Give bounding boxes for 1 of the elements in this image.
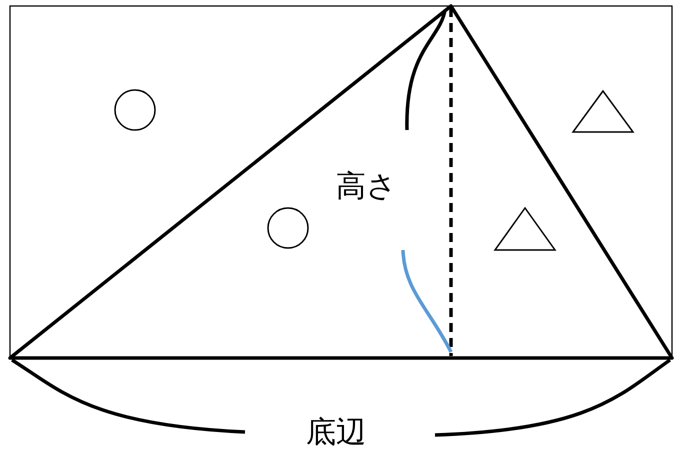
base-label: 底辺	[306, 418, 366, 448]
